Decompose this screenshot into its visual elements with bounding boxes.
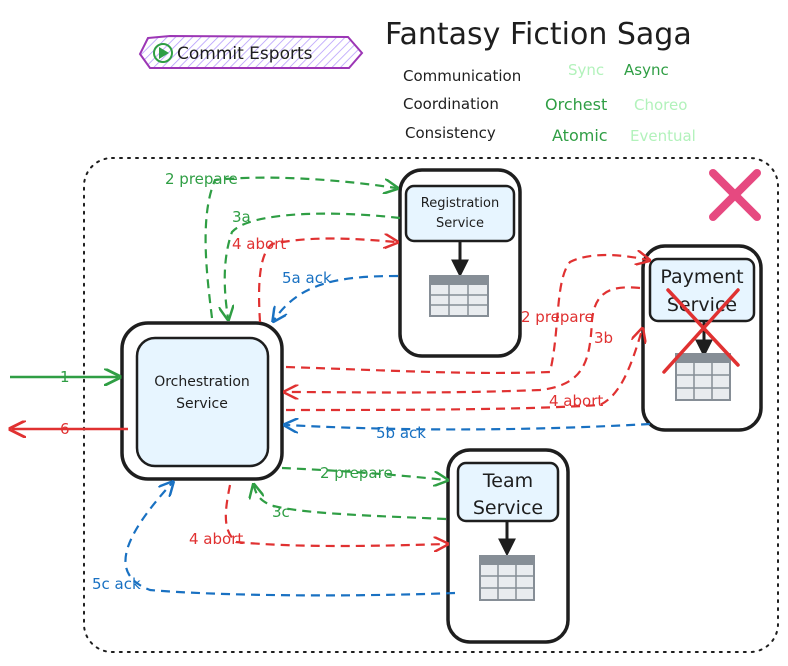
arrow-1-request: 1: [10, 368, 118, 386]
flow-team-3c: 3c: [254, 486, 447, 521]
flow-registration-prepare: 2 prepare: [165, 170, 396, 319]
orchestration-service: Orchestration Service: [120, 321, 284, 481]
play-triangle-icon: [153, 43, 173, 63]
label-6: 6: [60, 420, 70, 438]
flow-team-ack: 5c ack: [92, 483, 456, 597]
label-team-ack: 5c ack: [92, 575, 141, 593]
legend-option-atomic: Atomic: [552, 126, 608, 145]
team-line2: Service: [473, 497, 543, 519]
legend-option-async: Async: [624, 61, 669, 79]
legend-option-sync: Sync: [568, 61, 604, 79]
flow-team-prepare: 2 prepare: [281, 464, 446, 482]
label-pay-ack: 5b ack: [376, 424, 426, 442]
label-team-3c: 3c: [272, 503, 290, 521]
orchestration-line1: Orchestration: [154, 374, 250, 390]
legend-option-orchest: Orchest: [545, 95, 607, 114]
diagram-title: Fantasy Fiction Saga: [385, 17, 692, 52]
legend-option-choreo: Choreo: [634, 96, 687, 114]
label-reg-abort: 4 abort: [232, 235, 286, 253]
orchestration-line2: Service: [176, 396, 228, 412]
flow-payment-ack: 5b ack: [286, 424, 651, 442]
label-reg-3a: 3a: [232, 208, 251, 226]
registration-line2: Service: [436, 216, 484, 231]
registration-line1: Registration: [421, 196, 499, 211]
saga-boundary: [83, 157, 779, 653]
payment-line1: Payment: [660, 266, 743, 288]
payment-database-icon: [675, 353, 731, 401]
flow-payment-prepare: 2 prepare: [285, 255, 648, 375]
registration-service: Registration Service: [398, 168, 522, 358]
flow-registration-ack: 5a ack: [274, 269, 399, 320]
team-service: Team Service: [446, 448, 570, 644]
team-database-icon: [479, 555, 535, 601]
label-pay-prepare: 2 prepare: [521, 308, 594, 326]
commit-esports-logo: Commit Esports: [138, 34, 364, 69]
logo-text: Commit Esports: [177, 44, 313, 64]
label-reg-prepare: 2 prepare: [165, 170, 238, 188]
payment-failure-cross-icon: [662, 288, 740, 374]
flow-registration-3a: 3a: [225, 208, 401, 318]
flow-payment-3b: 3b: [286, 286, 641, 392]
legend: Communication Sync Async Coordination Or…: [403, 61, 696, 145]
arrow-6-response: 6: [12, 420, 128, 438]
flow-registration-abort: 4 abort: [232, 235, 396, 323]
team-line1: Team: [482, 470, 533, 492]
label-1: 1: [60, 368, 70, 386]
label-team-prepare: 2 prepare: [320, 464, 393, 482]
label-pay-abort: 4 abort: [549, 392, 603, 410]
flow-team-abort: 4 abort: [189, 484, 446, 548]
payment-service: Payment Service: [641, 244, 763, 432]
label-pay-3b: 3b: [594, 329, 613, 347]
legend-option-eventual: Eventual: [630, 127, 696, 145]
legend-label-communication: Communication: [403, 67, 521, 85]
label-reg-ack: 5a ack: [282, 269, 332, 287]
flow-payment-abort: 4 abort: [285, 330, 642, 412]
registration-database-icon: [429, 275, 489, 317]
legend-label-consistency: Consistency: [405, 124, 496, 142]
label-team-abort: 4 abort: [189, 530, 243, 548]
legend-label-coordination: Coordination: [403, 95, 499, 113]
red-x-icon: [709, 169, 761, 221]
